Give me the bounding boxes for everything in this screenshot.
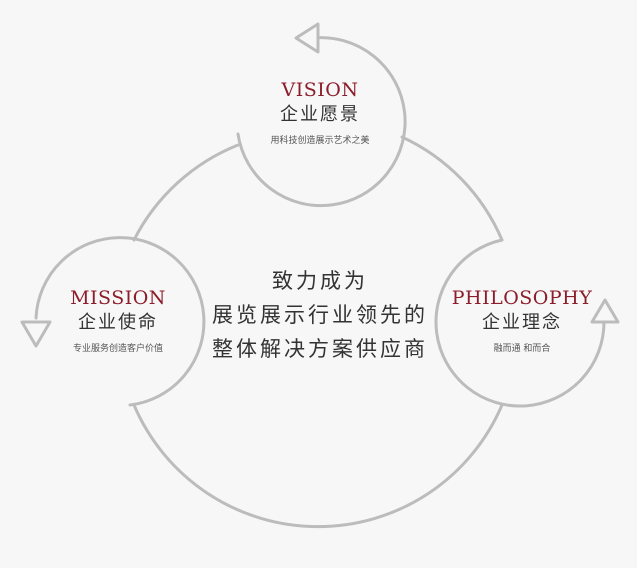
vision-circle [236, 36, 407, 208]
main-ring-arc-top-left [132, 143, 240, 242]
vision-title-zh: 企业愿景 [280, 104, 360, 125]
mission-node: MISSION 企业使命 专业服务创造客户价值 [48, 286, 188, 356]
center-line-1: 致力成为 [272, 269, 368, 293]
arrow-up-icon [590, 298, 620, 324]
center-line-3: 整体解决方案供应商 [212, 337, 428, 361]
mission-circle [34, 236, 206, 407]
philosophy-node: PHILOSOPHY 企业理念 融而通 和而合 [446, 286, 598, 356]
mission-subtitle: 专业服务创造客户价值 [72, 344, 163, 354]
mission-title-en: MISSION [70, 287, 166, 309]
vision-node: VISION 企业愿景 用科技创造展示艺术之美 [250, 78, 390, 148]
philosophy-subtitle: 融而通 和而合 [493, 344, 551, 354]
main-ring-arc-top-right [400, 135, 504, 242]
philosophy-circle [434, 238, 606, 408]
vision-title-en: VISION [281, 79, 359, 101]
arrow-down-icon [20, 320, 52, 348]
vision-subtitle: 用科技创造展示艺术之美 [270, 136, 370, 146]
arrow-left-icon [294, 22, 320, 54]
mission-title-zh: 企业使命 [78, 312, 158, 333]
philosophy-title-zh: 企业理念 [482, 312, 562, 333]
philosophy-title-en: PHILOSOPHY [451, 287, 593, 309]
center-statement: 致力成为 展览展示行业领先的 整体解决方案供应商 [200, 264, 440, 366]
center-line-2: 展览展示行业领先的 [212, 303, 428, 327]
main-ring-arc-left [132, 403, 504, 529]
